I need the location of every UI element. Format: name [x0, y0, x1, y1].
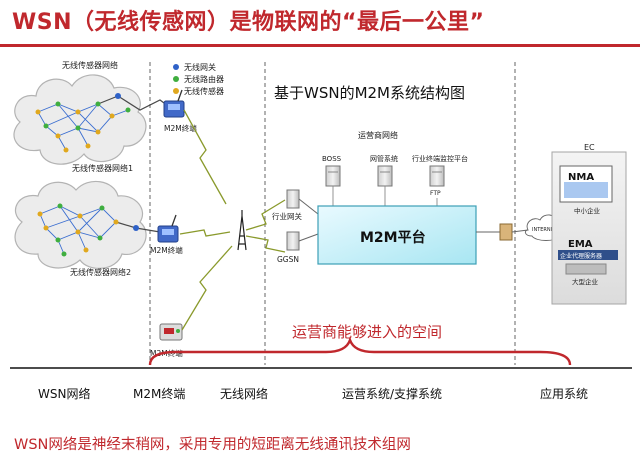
- legend: 无线网关 无线路由器 无线传感器: [173, 62, 224, 96]
- internet-label: INTERNET: [532, 227, 558, 233]
- server-monitor-icon: [429, 165, 445, 187]
- wsn-cloud-top: [13, 74, 147, 165]
- m2m-platform-label: M2M平台: [360, 229, 426, 246]
- legend-router-marker: [173, 76, 179, 82]
- m2m-terminal-2-icon: [157, 214, 179, 243]
- firewall-internet-connector: [511, 229, 529, 233]
- cloud-bottom-label: 无线传感器网络2: [70, 267, 131, 277]
- ema-proxy-box: [558, 250, 618, 260]
- footer-note: WSN网络是神经末稍网，采用专用的短距离无线通讯技术组网: [14, 437, 411, 453]
- bottom-label-application: 应用系统: [540, 386, 588, 401]
- operator-space-label: 运营商能够进入的空间: [292, 323, 442, 341]
- sensor-nodes-bottom: [37, 203, 139, 257]
- title-divider: [0, 44, 640, 47]
- wireless-links: [179, 109, 286, 331]
- server-boss-label: BOSS: [322, 155, 342, 163]
- server-nms-icon: [377, 165, 393, 187]
- section-separators: [149, 62, 516, 365]
- legend-router: 无线路由器: [184, 74, 224, 84]
- diagram-heading: 基于WSN的M2M系统结构图: [274, 84, 465, 102]
- industry-gateway-icon: [286, 189, 300, 209]
- sensor-nodes-top: [35, 93, 131, 153]
- nma-monitor-icon: [559, 165, 613, 203]
- bottom-label-m2m-terminal: M2M终端: [133, 386, 185, 401]
- ftp-label: FTP: [430, 190, 441, 197]
- m2m-architecture-diagram: 无线传感器网络 无线传感器网络1 无线网关 无线路由器 无线传感器: [10, 60, 632, 401]
- cloud-top-title: 无线传感器网络: [62, 60, 118, 70]
- nma-label: NMA: [568, 172, 594, 183]
- m2m-terminal-3-icon: [159, 323, 183, 341]
- server-connectors: [332, 186, 438, 206]
- m2m-terminal-2-label: M2M终端: [150, 245, 183, 255]
- cloud-top-label: 无线传感器网络1: [72, 163, 133, 173]
- bottom-label-wsn: WSN网络: [38, 386, 90, 401]
- ema-label: EMA: [568, 239, 593, 250]
- ema-server-icon: [565, 263, 607, 275]
- operator-network-label: 运营商网络: [358, 130, 398, 140]
- server-nms-label: 网管系统: [370, 154, 398, 163]
- industry-gateway-label: 行业网关: [272, 211, 302, 221]
- bottom-label-operator-systems: 运营系统/支撑系统: [342, 386, 442, 401]
- ggsn-label: GGSN: [277, 255, 299, 264]
- legend-sensor: 无线传感器: [184, 86, 224, 96]
- ema-sub-label: 大型企业: [572, 277, 599, 286]
- ggsn-icon: [286, 231, 300, 251]
- ec-title: EC: [584, 143, 595, 152]
- server-monitor-label: 行业终端监控平台: [412, 154, 468, 163]
- legend-sensor-marker: [173, 88, 179, 94]
- gateway-connectors: [298, 198, 319, 242]
- m2m-platform-box: [317, 205, 477, 265]
- operator-space-brace: [148, 336, 572, 366]
- wsn-cloud-bottom: [14, 180, 147, 269]
- firewall-icon: [499, 223, 513, 241]
- m2m-terminal-1-icon: [163, 89, 185, 118]
- nma-sub-label: 中小企业: [574, 206, 601, 215]
- bottom-label-wireless: 无线网络: [220, 386, 268, 401]
- server-boss-icon: [325, 165, 341, 187]
- m2m-terminal-1-label: M2M终端: [164, 123, 197, 133]
- page-title: WSN（无线传感网）是物联网的“最后一公里”: [12, 10, 485, 35]
- base-station-tower-icon: [237, 210, 247, 251]
- legend-gateway-marker: [173, 64, 179, 70]
- legend-gateway: 无线网关: [184, 62, 216, 72]
- ema-proxy-label: 企业代理服务器: [560, 252, 602, 260]
